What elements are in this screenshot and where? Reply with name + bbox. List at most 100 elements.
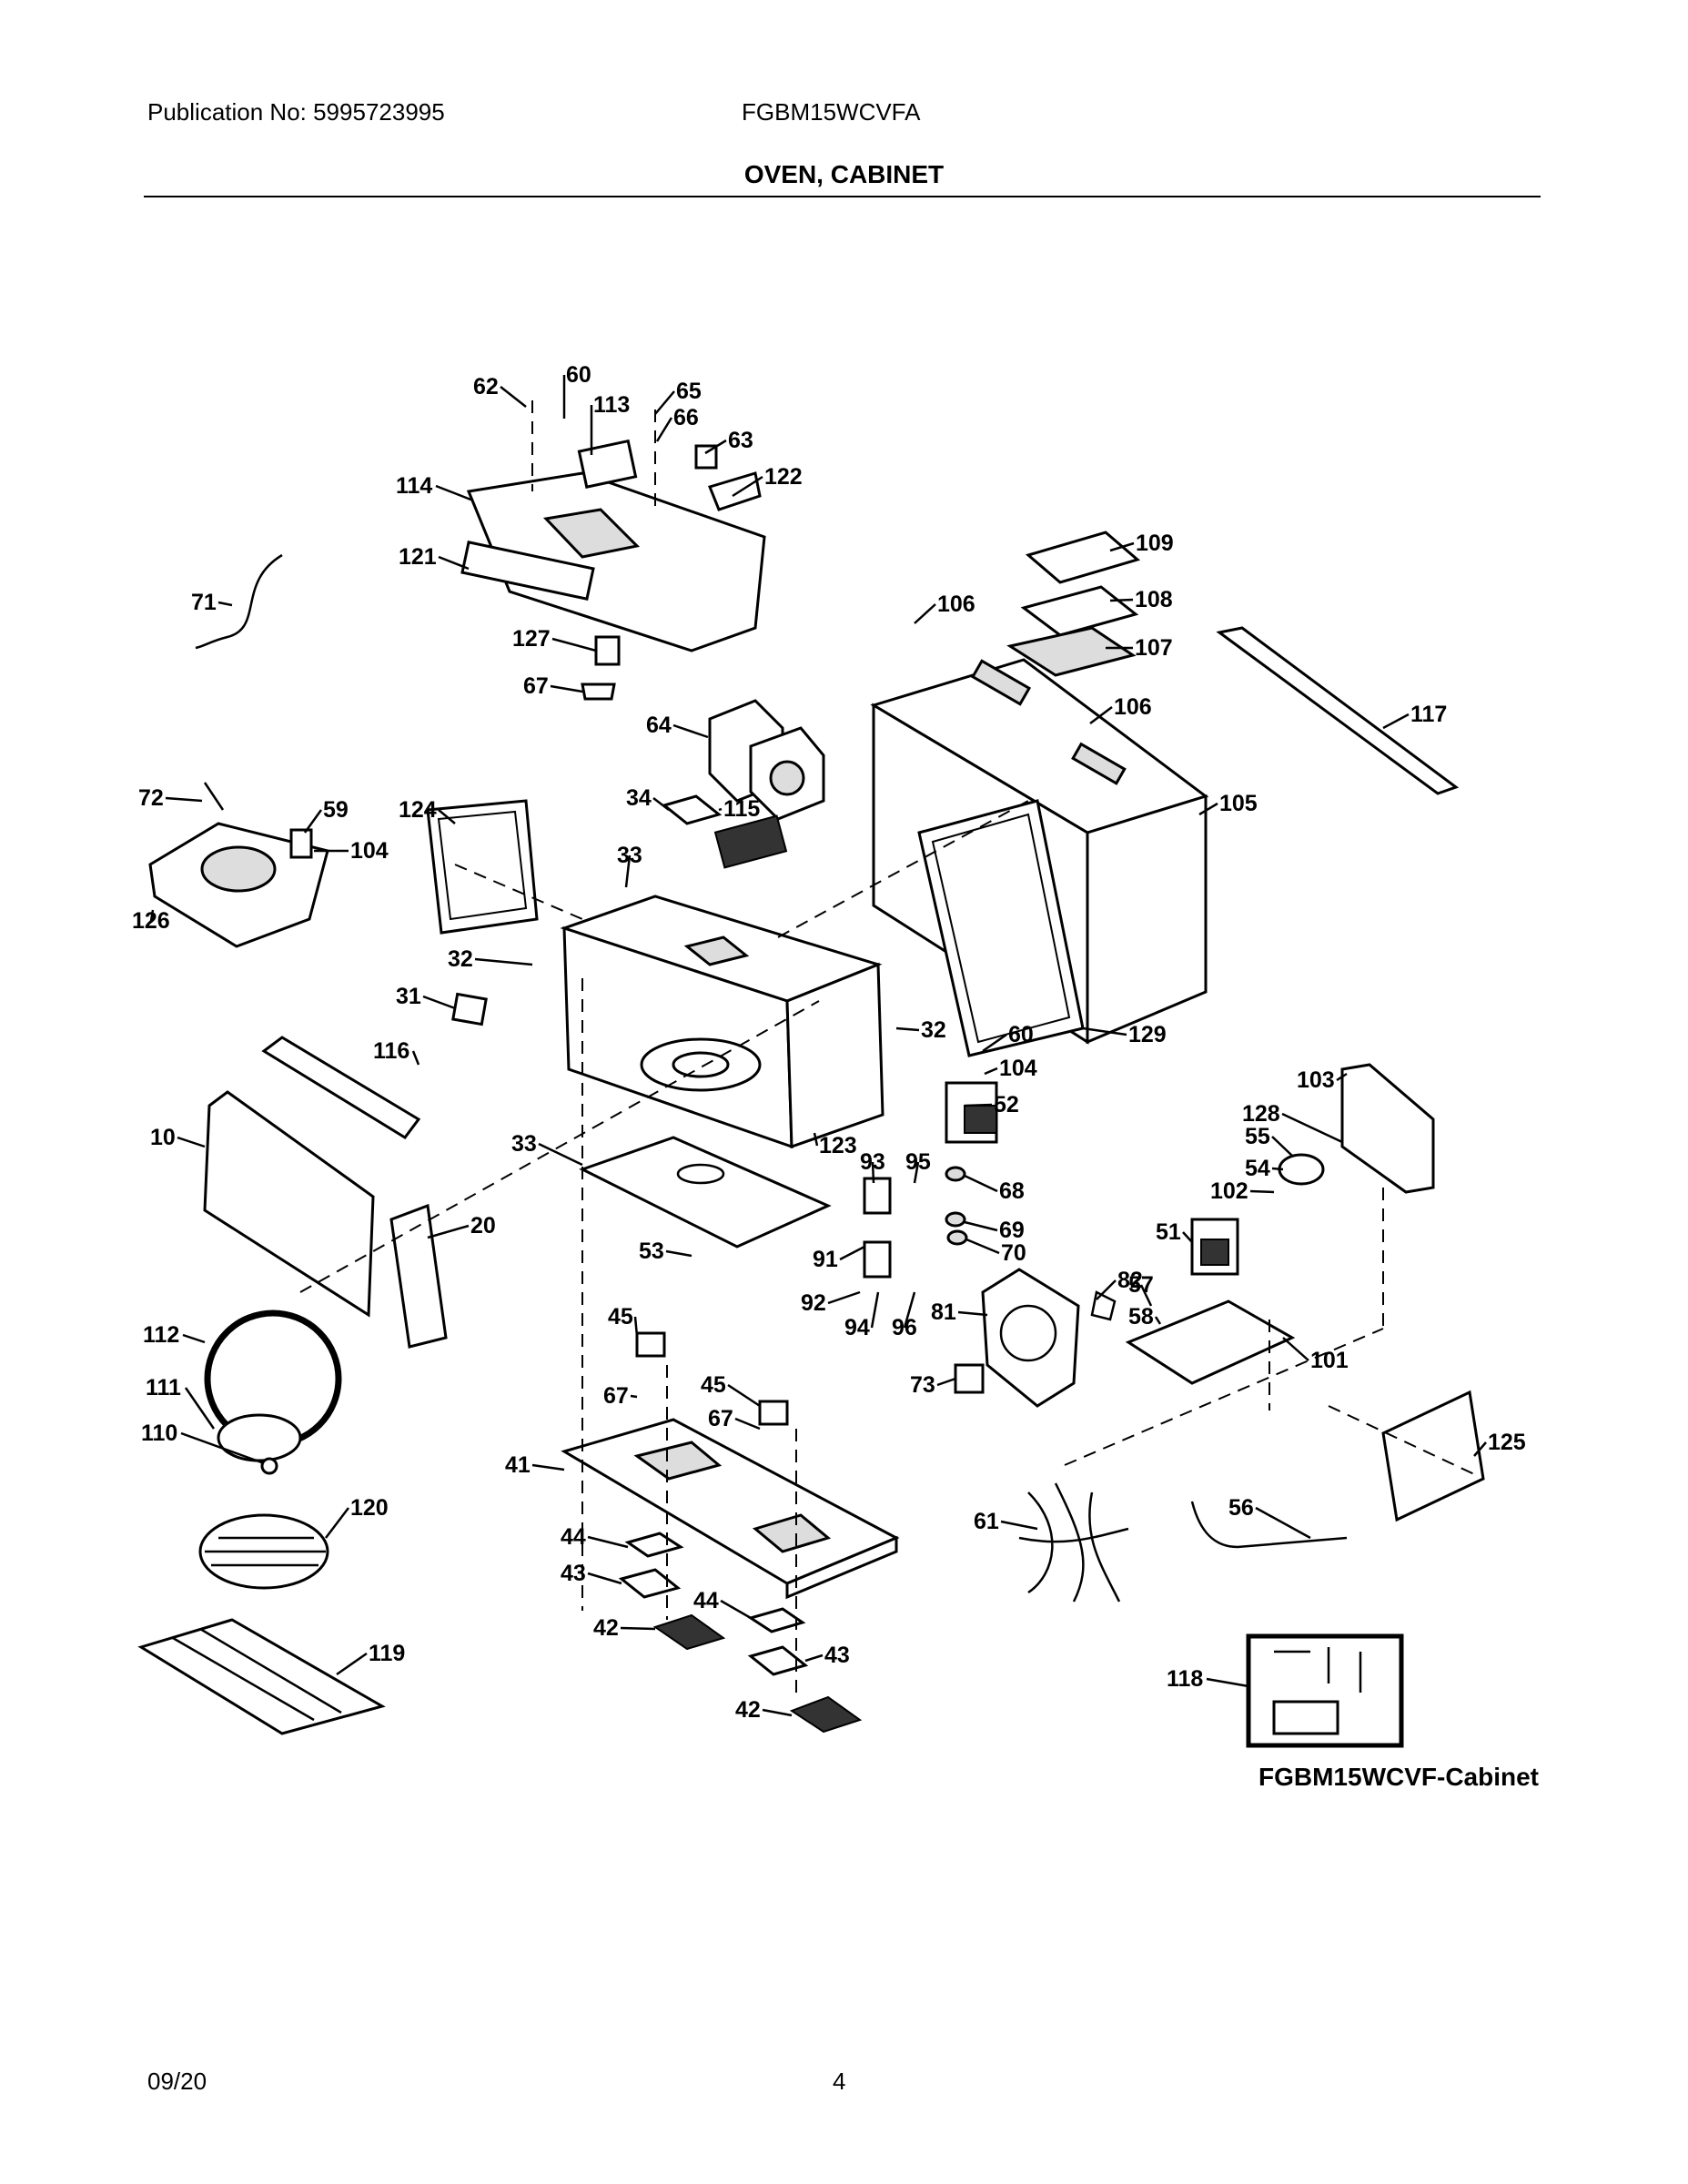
callout-leader	[734, 1417, 761, 1431]
callout-leader	[655, 417, 673, 442]
callout-125: 125	[1488, 1430, 1526, 1455]
callout-leader	[913, 1161, 920, 1184]
callout-104: 104	[350, 838, 389, 864]
wire-rack-120	[198, 1513, 329, 1590]
callout-leader	[438, 809, 456, 824]
motor-54	[1278, 1153, 1325, 1186]
callout-leader	[1089, 706, 1113, 724]
model-number: FGBM15WCVFA	[742, 98, 921, 126]
callout-leader	[165, 796, 203, 803]
callout-106: 106	[937, 592, 975, 617]
plate-101	[1125, 1299, 1296, 1385]
callout-leader	[672, 723, 709, 739]
callout-57: 57	[1128, 1272, 1154, 1298]
callout-leader	[474, 957, 533, 966]
fan-assembly-81	[954, 1268, 1080, 1408]
oven-cavity	[560, 814, 884, 1149]
vent-grille-116	[261, 1036, 421, 1139]
callout-112: 112	[143, 1322, 179, 1348]
callout-44: 44	[561, 1524, 586, 1550]
callout-104: 104	[999, 1056, 1037, 1081]
plate-31	[451, 992, 488, 1026]
callout-leader	[551, 637, 597, 652]
callout-leader	[1109, 541, 1135, 552]
transformer-core	[964, 1105, 997, 1134]
callout-leader	[184, 1387, 216, 1430]
hardware-kit-template	[1272, 1700, 1339, 1735]
callout-leader	[217, 601, 233, 607]
callout-67: 67	[708, 1406, 733, 1431]
callout-leader	[1198, 802, 1218, 816]
filter-42-right	[789, 1695, 863, 1734]
callout-leader	[870, 1291, 880, 1329]
footer-date: 09/20	[147, 2068, 207, 2095]
callout-60: 60	[1008, 1022, 1034, 1047]
top-vent-assembly	[460, 400, 766, 701]
blower-64	[708, 699, 825, 821]
callout-45: 45	[608, 1304, 633, 1330]
callout-leader	[1382, 713, 1410, 730]
switch-92	[863, 1240, 892, 1279]
callout-leader	[620, 1626, 656, 1631]
callout-leader	[1182, 1231, 1193, 1243]
callout-43: 43	[561, 1561, 586, 1586]
callout-leader	[182, 1333, 206, 1344]
callout-leader	[177, 1136, 206, 1148]
callout-109: 109	[1136, 531, 1174, 556]
callout-10: 10	[150, 1125, 176, 1150]
cover-109	[1025, 531, 1141, 584]
callout-leader	[1255, 1506, 1311, 1540]
callout-leader	[538, 1142, 583, 1167]
wire-bundle-61	[1018, 1482, 1129, 1603]
callout-114: 114	[396, 473, 432, 499]
callout-leader	[895, 1026, 920, 1032]
callout-52: 52	[994, 1092, 1019, 1117]
callout-leader	[531, 1463, 565, 1471]
callout-103: 103	[1297, 1067, 1335, 1093]
callout-72: 72	[138, 785, 164, 811]
callout-62: 62	[473, 374, 499, 399]
callout-leader	[1096, 1279, 1117, 1300]
callout-119: 119	[369, 1641, 405, 1666]
callout-42: 42	[735, 1697, 761, 1723]
filter-frame-43-left	[618, 1568, 682, 1599]
callout-leader	[500, 386, 527, 408]
cover-108	[1020, 585, 1139, 637]
callout-leader	[422, 995, 456, 1010]
callout-123: 123	[819, 1133, 857, 1158]
callout-leader	[1281, 1112, 1343, 1144]
callout-leader	[1271, 1167, 1284, 1171]
callout-leader	[587, 1572, 622, 1585]
filter-42-left	[652, 1613, 726, 1651]
callout-leader	[411, 1050, 420, 1066]
callout-91: 91	[813, 1247, 838, 1272]
callout-122: 122	[764, 464, 803, 490]
cover-44-left	[624, 1532, 684, 1558]
callout-leader	[982, 1033, 1007, 1053]
callout-leader	[1282, 1337, 1309, 1361]
callout-leader	[839, 1245, 865, 1261]
callout-66: 66	[673, 405, 699, 430]
capacitor-51-core	[1200, 1239, 1229, 1266]
callout-111: 111	[146, 1375, 181, 1400]
callout-leader	[1154, 1316, 1162, 1325]
callout-73: 73	[910, 1372, 935, 1398]
callout-127: 127	[512, 626, 551, 652]
handle-20	[389, 1203, 448, 1349]
callout-leader	[964, 1103, 993, 1107]
dash-4	[299, 1000, 820, 1293]
callout-105: 105	[1219, 791, 1258, 816]
callout-leader	[720, 1599, 752, 1620]
switch-91	[863, 1177, 892, 1215]
callout-leader	[654, 390, 675, 415]
callout-121: 121	[399, 544, 437, 570]
callout-45: 45	[701, 1372, 726, 1398]
header-rule	[144, 196, 1541, 197]
wire-56	[1190, 1501, 1348, 1549]
cover-44-right	[747, 1607, 806, 1633]
callout-65: 65	[676, 379, 702, 404]
callout-116: 116	[373, 1038, 409, 1064]
roller-ring-111	[217, 1413, 302, 1462]
fan-blade-82	[1090, 1290, 1117, 1321]
callout-101: 101	[1310, 1348, 1349, 1373]
